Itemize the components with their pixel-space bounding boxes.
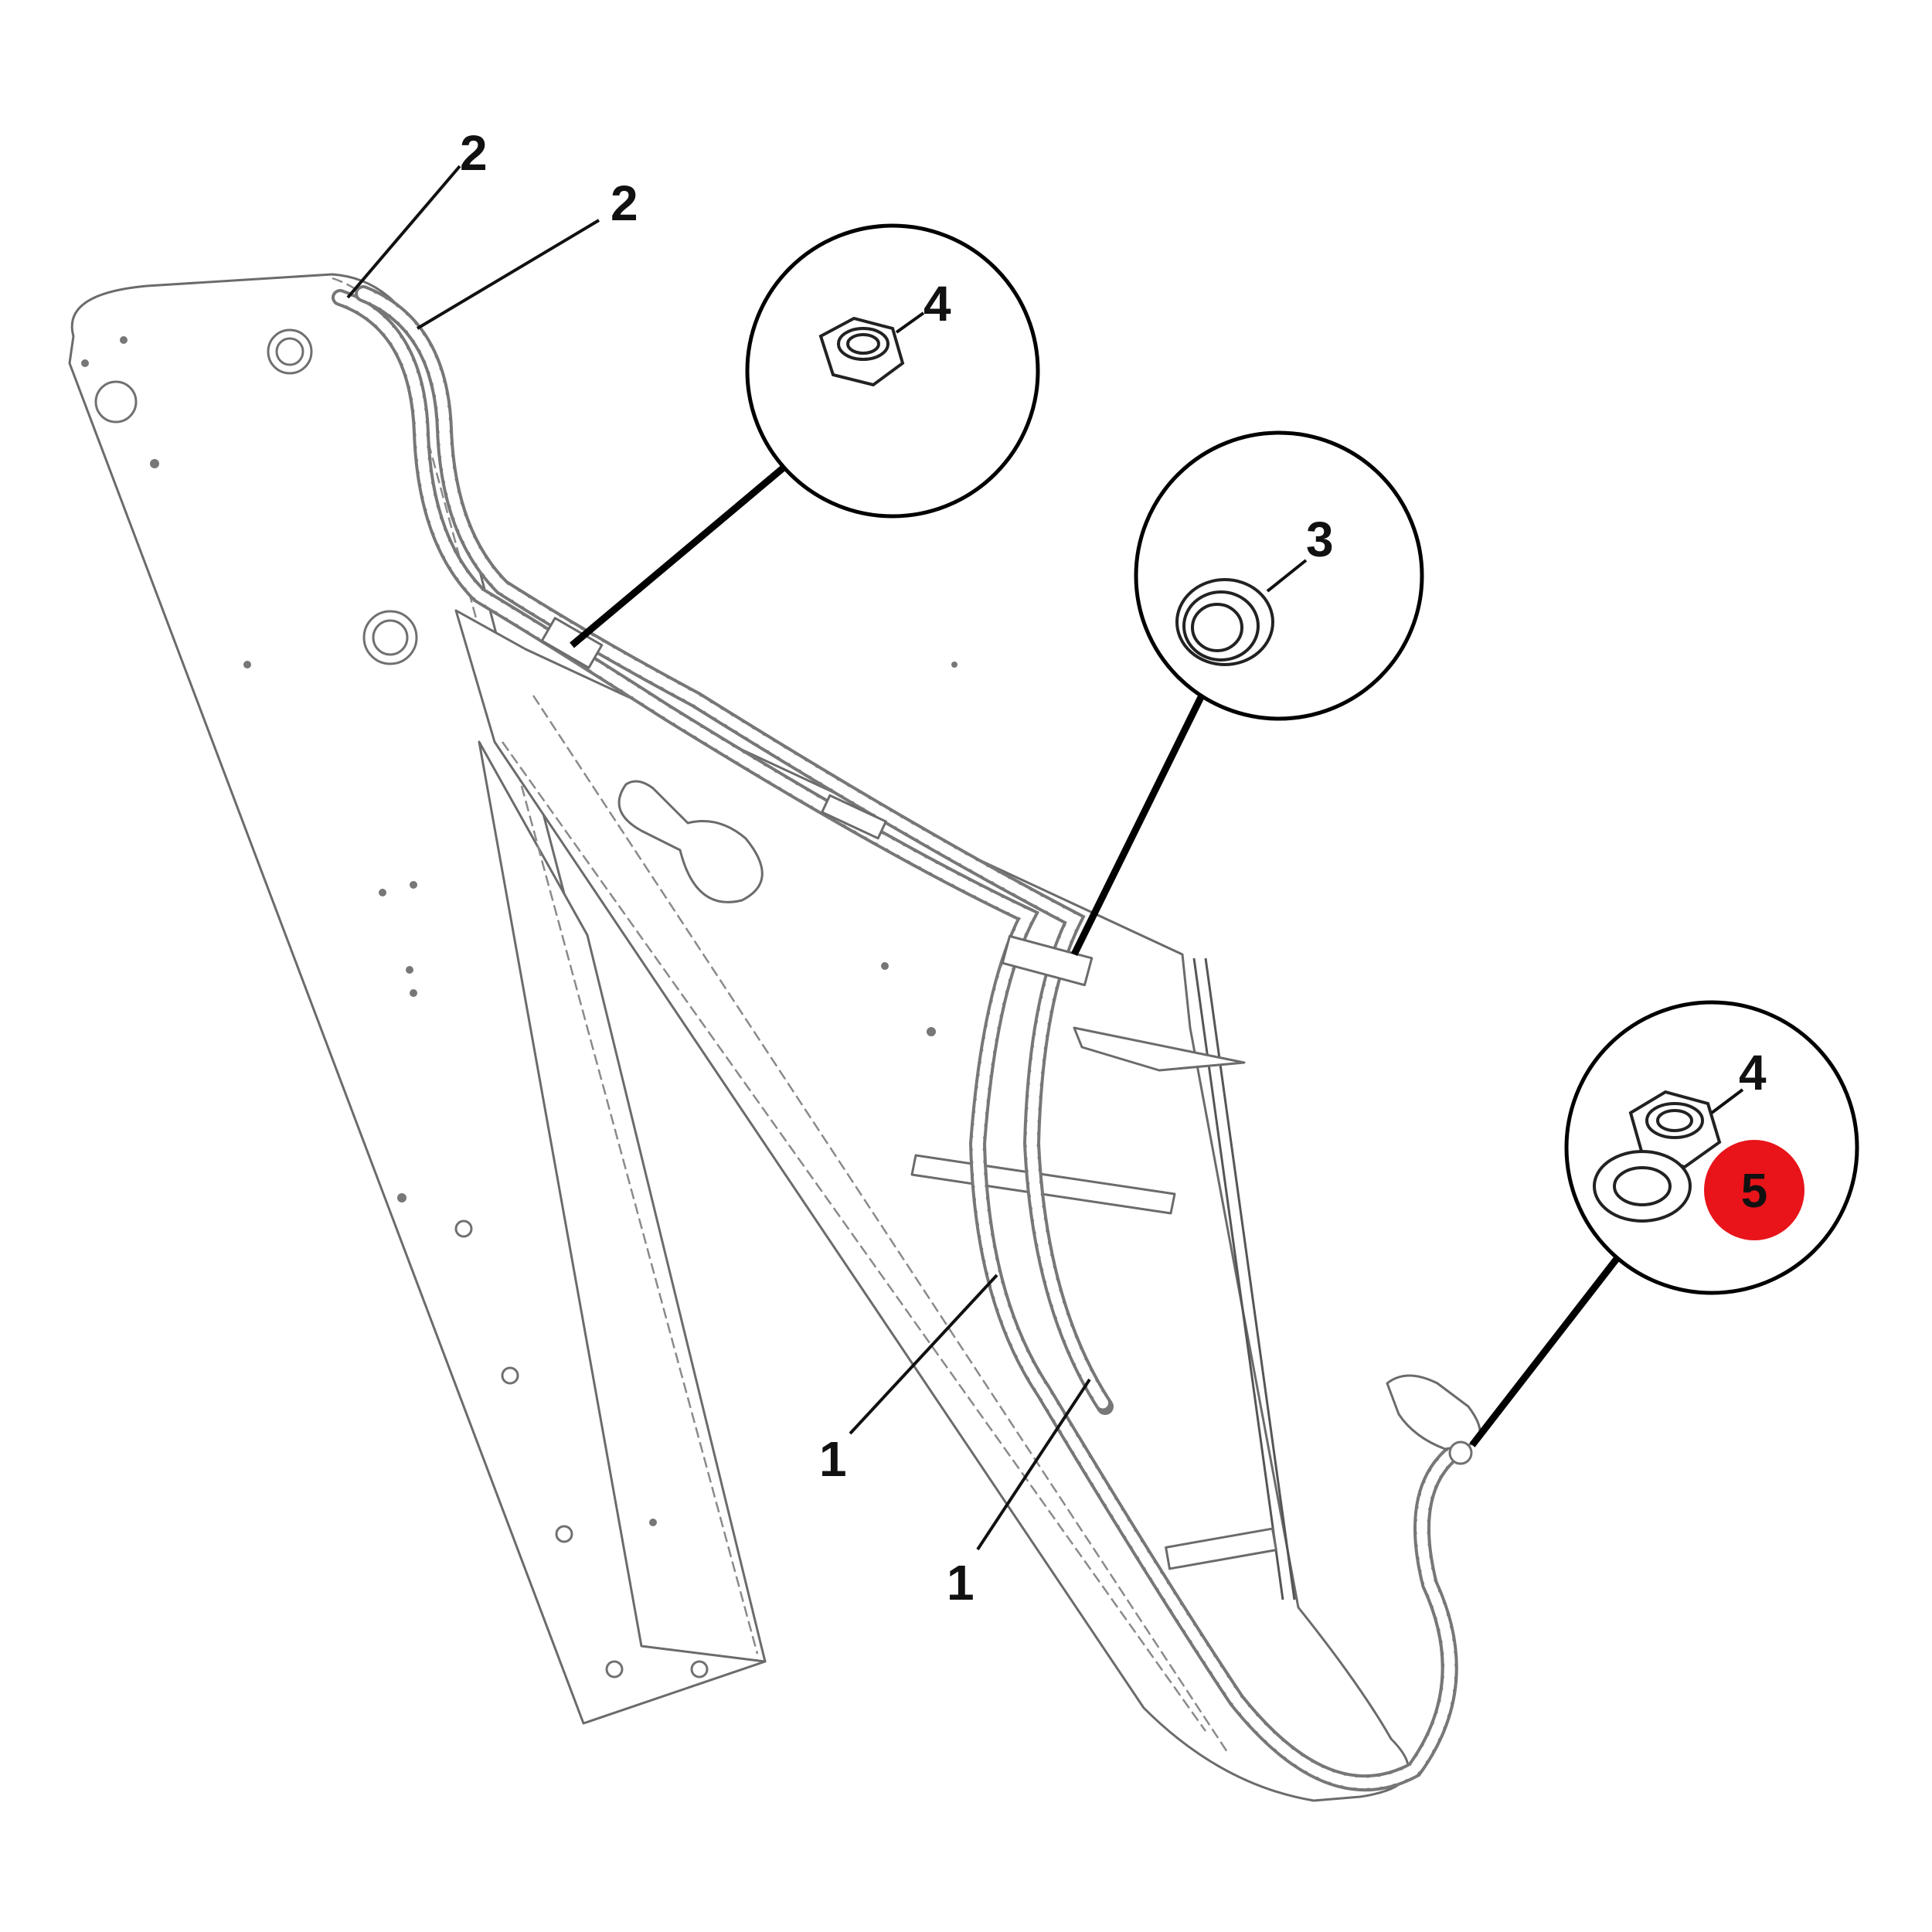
leader-item-2-upper (346, 165, 461, 299)
pivot-hole-left (94, 380, 138, 423)
hose-clamp-bulkhead (1001, 934, 1094, 987)
label-item-2-upper: 2 (460, 125, 488, 181)
label-item-4-top: 4 (923, 276, 951, 332)
flat-bracket (1073, 1026, 1246, 1072)
label-item-5: 5 (1741, 1165, 1767, 1218)
leader-item-2-lower (416, 219, 600, 330)
label-item-4-right: 4 (1739, 1045, 1767, 1100)
leader-item-1-right (976, 1378, 1091, 1551)
boom-arm (68, 273, 767, 1725)
keyhole-slot (617, 780, 764, 903)
detail-callout-nut-top: 4 (570, 223, 1040, 648)
end-fitting-bracket (1386, 1374, 1481, 1451)
hose-clamp-lower (1165, 1527, 1277, 1570)
leader-item-1-left (849, 1274, 998, 1435)
hose-clamp-mid (821, 794, 887, 840)
label-item-2-lower: 2 (611, 175, 638, 231)
detail-callout-bushing: 3 (1070, 430, 1424, 956)
label-item-3: 3 (1306, 512, 1334, 567)
label-item-1-right: 1 (947, 1555, 975, 1611)
hydraulic-hoses (332, 285, 1481, 1792)
detail-callout-nut-washer: 4 5 (1469, 1000, 1859, 1447)
highlight-badge (1704, 1140, 1804, 1240)
label-item-1-left: 1 (819, 1431, 847, 1487)
